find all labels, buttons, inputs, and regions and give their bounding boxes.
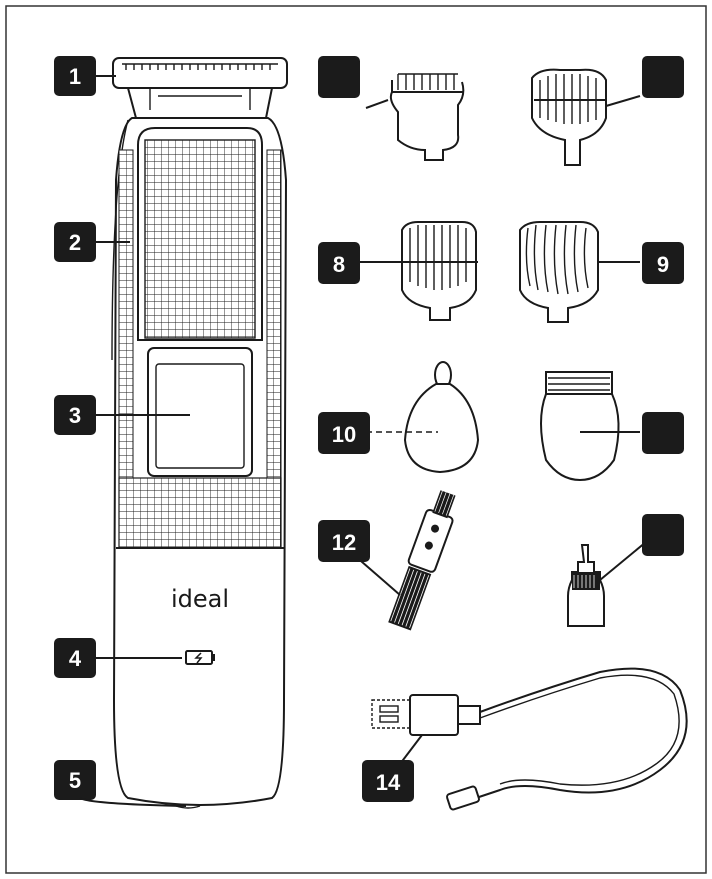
comb-attachment-8 bbox=[360, 221, 478, 321]
badge-13 bbox=[642, 514, 684, 556]
label-1: 1 bbox=[69, 64, 81, 89]
trimmer: ideal bbox=[111, 57, 288, 809]
blade-head bbox=[112, 57, 288, 119]
badge-11 bbox=[642, 412, 684, 454]
badge-9 bbox=[642, 242, 684, 284]
badge-7 bbox=[642, 56, 684, 98]
badge-10 bbox=[318, 412, 370, 454]
battery-icon bbox=[185, 650, 215, 665]
power-button bbox=[147, 347, 253, 477]
label-9: 9 bbox=[657, 252, 669, 277]
diagram-frame bbox=[5, 5, 707, 874]
label-2: 2 bbox=[69, 230, 81, 255]
badge-4 bbox=[54, 638, 96, 678]
usb-charging-cable bbox=[371, 667, 688, 811]
label-3: 3 bbox=[69, 403, 81, 428]
label-14: 14 bbox=[376, 770, 401, 795]
brand-logo: ideal bbox=[171, 585, 229, 613]
label-4: 4 bbox=[69, 646, 82, 671]
badge-1 bbox=[54, 56, 96, 96]
badge-8 bbox=[318, 242, 360, 284]
badge-2 bbox=[54, 222, 96, 262]
label-8: 8 bbox=[333, 252, 345, 277]
cleaning-brush bbox=[353, 490, 456, 631]
badge-5 bbox=[54, 760, 96, 800]
badge-12 bbox=[318, 520, 370, 562]
badge-3 bbox=[54, 395, 96, 435]
lower-grip-band bbox=[118, 477, 282, 549]
label-10: 10 bbox=[332, 422, 356, 447]
leader-5 bbox=[79, 797, 187, 807]
comb-attachment-small bbox=[365, 73, 465, 161]
badge-14 bbox=[362, 760, 414, 802]
comb-attachment-9 bbox=[519, 221, 640, 323]
comb-attachment-medium bbox=[531, 68, 641, 166]
foil-shaver-attachment bbox=[540, 371, 640, 482]
label-5: 5 bbox=[69, 768, 81, 793]
grip-panel bbox=[144, 139, 256, 339]
badge-6 bbox=[318, 56, 360, 98]
label-12: 12 bbox=[332, 530, 356, 555]
oil-bottle bbox=[567, 541, 647, 627]
nose-trimmer-attachment bbox=[366, 361, 480, 474]
